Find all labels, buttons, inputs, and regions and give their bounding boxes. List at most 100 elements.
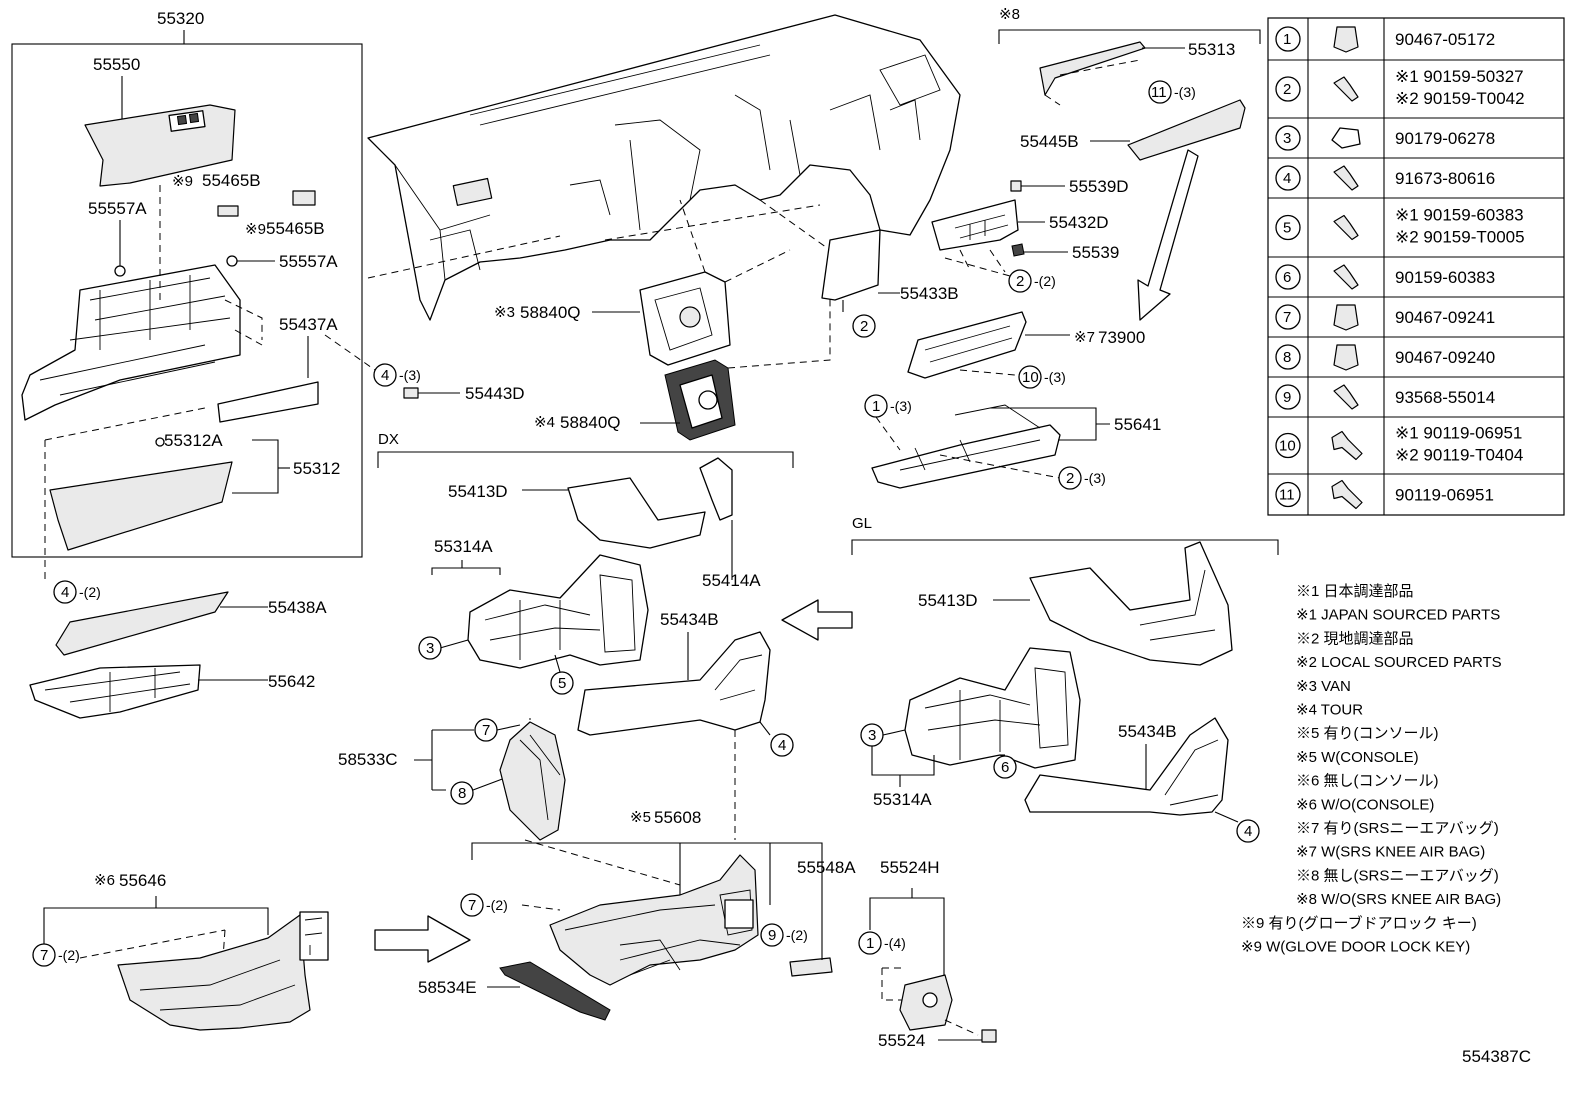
part-label-55433B: 55433B — [900, 284, 959, 303]
part-label-55438A: 55438A — [268, 598, 327, 617]
console-lower-panel-gl — [1024, 717, 1229, 816]
fastener-part-number: 90467-05172 — [1395, 30, 1495, 49]
note-line: ※2 現地調達部品 — [1296, 630, 1414, 647]
lower-instrument-panel-55641 — [871, 424, 1061, 489]
callout-number: 11 — [1151, 84, 1167, 101]
part-label-55413D-dx: 55413D — [448, 482, 508, 501]
lower-panel-55313 — [1039, 41, 1146, 96]
note-line: ※7 有り(SRSニーエアバッグ) — [1296, 820, 1499, 837]
console-upper-panel-gl — [1029, 541, 1233, 666]
part-55646: ※6 55646 7 -(2) — [32, 871, 329, 1031]
fastener-part-number: ※1 90159-60383 — [1395, 206, 1524, 225]
callout-quantity: -(2) — [79, 584, 101, 600]
stopper-icon — [114, 265, 126, 277]
assembly-arrow-down — [1137, 149, 1199, 321]
callout-4-3: 4 -(3) — [324, 334, 421, 387]
fastener-part-number: ※1 90119-06951 — [1395, 424, 1522, 443]
part-55443D: 55443D — [403, 384, 525, 403]
part-label-55414A: 55414A — [702, 571, 761, 590]
shift-knob — [698, 390, 718, 410]
clip-icon — [1010, 180, 1022, 192]
note-line: ※7 W(SRS KNEE AIR BAG) — [1296, 844, 1485, 861]
illustration-code: 554387C — [1462, 1047, 1531, 1066]
part-label-55524H: 55524H — [880, 858, 940, 877]
callout-circle — [1148, 80, 1172, 104]
clip-icon — [1333, 344, 1359, 371]
shift-knob — [679, 306, 701, 328]
part-58534E: 58534E — [418, 961, 611, 1021]
callout-circle — [852, 314, 876, 338]
callout-number: 7 — [40, 947, 48, 964]
fastener-part-number: 90467-09240 — [1395, 348, 1495, 367]
group-label-dx: DX — [378, 431, 399, 448]
part-73900: ※7 73900 10 -(3) — [907, 311, 1145, 389]
fastener-number-circle — [1275, 264, 1301, 290]
callout-circle — [373, 363, 397, 387]
part-label-55608: 55608 — [654, 808, 701, 827]
fastener-number: 10 — [1279, 438, 1296, 455]
part-label-55642: 55642 — [268, 672, 315, 691]
bolt-icon — [1331, 430, 1363, 461]
part-label-55434B-dx: 55434B — [660, 610, 719, 629]
part-55608: ※5 55608 7 -(2) 9 -(2) — [460, 808, 823, 986]
glove-box-inner-frame — [21, 264, 241, 421]
glove-box-trim-strip — [217, 381, 319, 423]
glove-box-bottom-strip — [55, 591, 229, 656]
callout-number: 3 — [426, 640, 434, 657]
note-line: ※5 W(CONSOLE) — [1296, 749, 1419, 766]
instrument-panel — [367, 14, 961, 321]
note-line: ※3 VAN — [1296, 678, 1351, 695]
callout-circle — [993, 755, 1017, 779]
part-label-55641: 55641 — [1114, 415, 1161, 434]
part-label-58840Q-tour: 58840Q — [560, 413, 621, 432]
pad-part — [403, 387, 419, 399]
fastener-number: 9 — [1283, 389, 1291, 406]
note-line: ※1 日本調達部品 — [1296, 583, 1414, 600]
note-mark-9: ※9 — [172, 173, 193, 190]
part-label-55437A: 55437A — [279, 315, 338, 334]
callout-quantity: -(3) — [1174, 84, 1196, 100]
part-58533C: 58533C 7 8 — [338, 718, 681, 886]
note-line: ※8 無し(SRSニーエアバッグ) — [1296, 867, 1499, 884]
console-frame-dx — [467, 554, 649, 669]
bolt-icon — [1331, 479, 1363, 510]
callout-number: 4 — [778, 737, 786, 754]
fastener-part-number: 90467-09241 — [1395, 308, 1495, 327]
part-label-73900: 73900 — [1098, 328, 1145, 347]
part-label-55539D: 55539D — [1069, 177, 1129, 196]
part-label-55314A-dx: 55314A — [434, 537, 493, 556]
callout-circle — [858, 931, 882, 955]
part-label-55524: 55524 — [878, 1031, 925, 1050]
clip-icon — [1333, 304, 1359, 331]
callout-number: 8 — [458, 785, 466, 802]
part-label-55557A-1: 55557A — [88, 199, 147, 218]
part-label-55465B-1: 55465B — [202, 171, 261, 190]
instrument-panel-upper — [367, 14, 961, 321]
part-label-55557A-2: 55557A — [279, 252, 338, 271]
console-lower-panel-dx — [577, 631, 771, 736]
part-label-58534E: 58534E — [418, 978, 477, 997]
note-line: ※9 有り(グローブドアロック キー) — [1241, 914, 1477, 932]
fastener-number: 8 — [1283, 349, 1291, 366]
glove-box-group: 55320 55550 ※9 55465B ※9 55465B 55557A 5… — [11, 9, 363, 580]
callout-number: 4 — [1244, 823, 1252, 840]
note-line: ※6 W/O(CONSOLE) — [1296, 796, 1434, 813]
callout-number: 9 — [768, 927, 776, 944]
note-mark-6: ※6 — [94, 872, 115, 889]
lower-panel-55445B — [1127, 99, 1246, 161]
callout-circle — [760, 923, 784, 947]
console-side-bracket — [299, 911, 329, 961]
console-side-panel — [699, 457, 733, 521]
callout-number: 7 — [468, 897, 476, 914]
fastener-part-number: ※2 90159-T0042 — [1395, 89, 1525, 108]
note-mark-8: ※8 — [999, 6, 1020, 23]
callout-circle — [1236, 819, 1260, 843]
callout-number: 4 — [61, 584, 69, 601]
screw-icon — [1333, 165, 1359, 191]
screw-icon — [1333, 384, 1359, 410]
console-frame-gl — [904, 647, 1081, 769]
